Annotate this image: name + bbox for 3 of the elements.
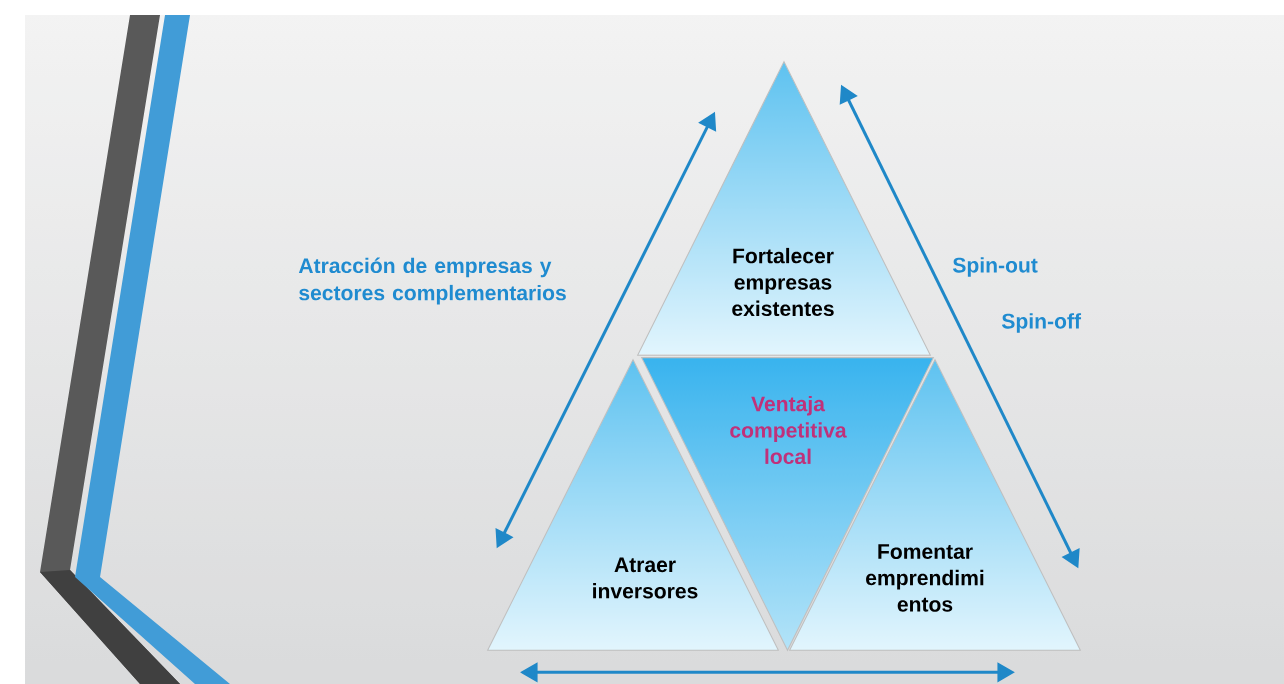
edge-label: Spin-out bbox=[952, 257, 1038, 277]
edge-label: Atracción de empresas y sectores complementarios bbox=[298, 257, 566, 305]
text-label: Spin-off bbox=[1001, 313, 1082, 333]
